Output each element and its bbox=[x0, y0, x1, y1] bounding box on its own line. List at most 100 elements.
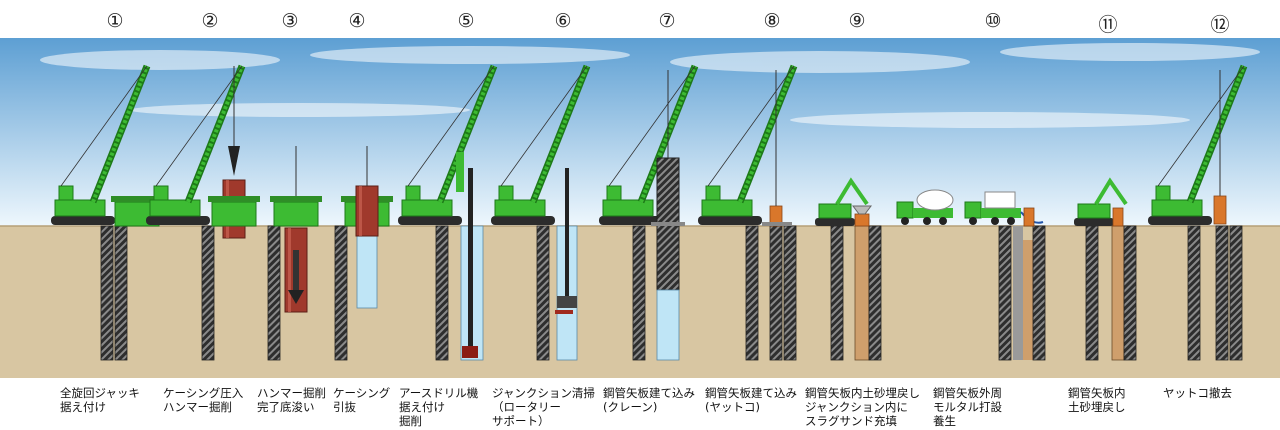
excavator-track bbox=[815, 218, 855, 226]
casing-highlight bbox=[288, 228, 291, 312]
yattoko-block bbox=[1112, 207, 1124, 227]
crane-boom-lattice bbox=[91, 65, 149, 203]
step-12-scene bbox=[1148, 64, 1248, 361]
step-number: ④ bbox=[348, 10, 366, 32]
crawler-track bbox=[146, 216, 210, 225]
casing-jack-frame bbox=[270, 196, 322, 202]
crane-body bbox=[401, 199, 453, 217]
rotary-rod bbox=[565, 168, 569, 308]
truck-wheel bbox=[939, 217, 947, 225]
steel-pipe-pile bbox=[536, 225, 550, 361]
step-7-scene bbox=[599, 64, 699, 361]
truck-chassis bbox=[981, 208, 1021, 218]
hopper bbox=[852, 205, 872, 215]
soil-backfill bbox=[1111, 225, 1125, 361]
steel-pipe-pile bbox=[830, 225, 844, 361]
crane-body bbox=[149, 199, 201, 217]
steel-pipe-pile bbox=[1032, 225, 1046, 361]
steel-pipe-pile bbox=[201, 225, 215, 361]
steel-pipe-pile bbox=[1085, 225, 1099, 361]
slag-sand-fill bbox=[854, 225, 870, 361]
crane-pendant bbox=[60, 65, 148, 187]
crane-body bbox=[1151, 199, 1203, 217]
guide-frame bbox=[762, 222, 792, 226]
step-number: ⑥ bbox=[554, 10, 572, 32]
bored-hole-water bbox=[656, 289, 680, 361]
steel-pipe-pile bbox=[868, 225, 882, 361]
step-number: ⑫ bbox=[1210, 14, 1230, 36]
crane-cab bbox=[405, 185, 421, 201]
step-caption: 鋼管矢板建て込み (クレーン) bbox=[603, 386, 695, 414]
truck-wheel bbox=[923, 217, 931, 225]
step-8-scene bbox=[698, 64, 798, 361]
casing-jack bbox=[273, 201, 319, 227]
steel-pipe-pile bbox=[114, 225, 128, 361]
step-number: ② bbox=[201, 10, 219, 32]
step-caption: 鋼管矢板内 土砂埋戻し bbox=[1068, 386, 1126, 414]
steel-pipe-pile bbox=[435, 225, 449, 361]
truck-wheel bbox=[1007, 217, 1015, 225]
steel-pipe-pile bbox=[632, 225, 646, 361]
yattoko-block bbox=[854, 213, 870, 227]
step-9-scene bbox=[815, 177, 882, 361]
step-number: ⑤ bbox=[457, 10, 475, 32]
steel-pipe-pile bbox=[334, 225, 348, 361]
crane-boom-lattice bbox=[738, 65, 796, 203]
steel-pipe-pile bbox=[1229, 225, 1243, 361]
excavator-track bbox=[1074, 218, 1114, 226]
steel-pipe-pile bbox=[745, 225, 759, 361]
steel-pipe-pile bbox=[100, 225, 114, 361]
casing-highlight bbox=[359, 186, 362, 236]
step-caption: 全旋回ジャッキ 据え付け bbox=[60, 386, 140, 414]
crawler-track bbox=[698, 216, 762, 225]
excavator-body bbox=[1077, 203, 1111, 219]
drill-mast bbox=[456, 152, 464, 192]
steel-pipe-pile bbox=[267, 225, 281, 361]
kelly-bar bbox=[468, 168, 473, 348]
clouds bbox=[40, 43, 1260, 128]
crane-boom-lattice bbox=[438, 65, 496, 203]
crane-pendant bbox=[155, 65, 243, 187]
crane-cab bbox=[58, 185, 74, 201]
step-3-scene bbox=[267, 146, 322, 361]
guide-frame bbox=[651, 222, 685, 226]
crane-cab bbox=[498, 185, 514, 201]
mixer-drum bbox=[916, 189, 954, 211]
scene-elements bbox=[51, 64, 1248, 361]
mortar-annulus bbox=[1013, 226, 1023, 360]
yattoko-block bbox=[1023, 207, 1035, 227]
crane-boom-lattice bbox=[186, 65, 244, 203]
step-number: ⑦ bbox=[658, 10, 676, 32]
crane-cab bbox=[606, 185, 622, 201]
step-11-scene bbox=[1074, 177, 1137, 361]
truck-chassis bbox=[913, 208, 953, 218]
backfill-soil bbox=[1023, 240, 1033, 360]
step-caption: ヤットコ撤去 bbox=[1163, 386, 1232, 400]
crane-body bbox=[54, 199, 106, 217]
hammer-grab bbox=[288, 290, 304, 304]
rotary-head bbox=[557, 296, 577, 308]
crawler-track bbox=[51, 216, 115, 225]
steel-pipe-pile bbox=[1123, 225, 1137, 361]
crawler-track bbox=[398, 216, 462, 225]
step-number: ① bbox=[106, 10, 124, 32]
truck-cab bbox=[896, 201, 914, 219]
crane-pendant bbox=[608, 65, 696, 187]
casing-jack-frame bbox=[208, 196, 260, 202]
truck-wheel bbox=[991, 217, 999, 225]
pump-unit bbox=[984, 191, 1016, 209]
step-caption: ケーシング圧入 ハンマー掘削 bbox=[163, 386, 244, 414]
step-1-scene bbox=[51, 64, 163, 361]
step-number: ⑨ bbox=[848, 10, 866, 32]
excavator-arm bbox=[1094, 177, 1128, 206]
step-number: ⑪ bbox=[1098, 14, 1118, 36]
truck-cab bbox=[964, 201, 982, 219]
step-10-scene bbox=[896, 189, 1046, 361]
truck-wheel bbox=[901, 217, 909, 225]
step-4-scene bbox=[334, 146, 393, 361]
cleaning-brush bbox=[555, 310, 573, 314]
crane-cab bbox=[705, 185, 721, 201]
bored-hole-water bbox=[356, 225, 378, 309]
truck-wheel bbox=[969, 217, 977, 225]
crane-boom-lattice bbox=[531, 65, 589, 203]
